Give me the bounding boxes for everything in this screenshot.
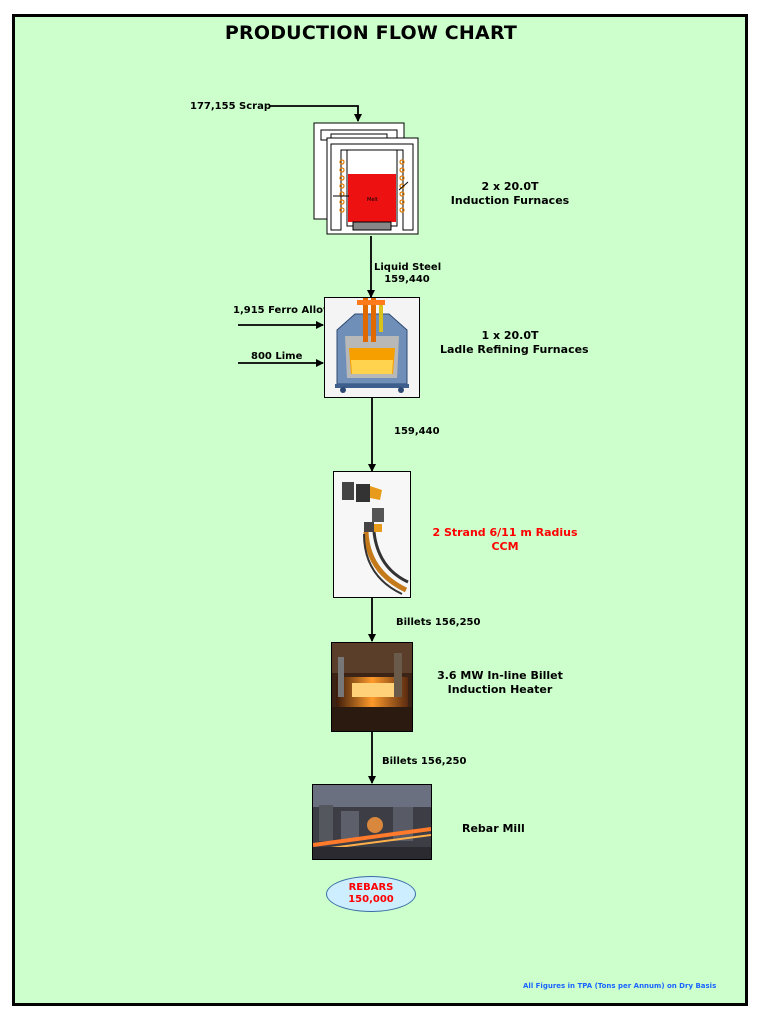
scrap-input-label: 177,155 Scrap bbox=[190, 101, 271, 112]
ladle-refining-line2: Ladle Refining Furnaces bbox=[440, 343, 589, 356]
rebar-mill-label: Rebar Mill bbox=[462, 822, 525, 835]
billet-heater-image bbox=[331, 642, 413, 732]
ladle-refining-line1: 1 x 20.0T bbox=[481, 329, 539, 342]
billets-flow-1: Billets 156,250 bbox=[396, 617, 481, 628]
ccm-line1: 2 Strand 6/11 m Radius bbox=[432, 526, 578, 539]
billet-heater-line1: 3.6 MW In-line Billet bbox=[437, 669, 563, 682]
ladle-to-ccm-value: 159,440 bbox=[394, 426, 440, 437]
billets-flow-2: Billets 156,250 bbox=[382, 756, 467, 767]
furnace-inner-label: Melt bbox=[367, 197, 378, 203]
induction-furnaces-label: 2 x 20.0T Induction Furnaces bbox=[440, 180, 580, 208]
billet-heater-line2: Induction Heater bbox=[447, 683, 553, 696]
liquid-steel-text: Liquid Steel bbox=[374, 262, 442, 273]
rebars-output-line1: REBARS bbox=[348, 882, 394, 893]
rebars-output-oval: REBARS 150,000 bbox=[326, 876, 416, 912]
liquid-steel-value: 159,440 bbox=[384, 274, 430, 285]
ccm-image bbox=[333, 471, 411, 598]
induction-furnaces-line2: Induction Furnaces bbox=[450, 194, 570, 207]
scrap-arrow bbox=[270, 105, 362, 122]
ferro-alloys-input-label: 1,915 Ferro Alloys bbox=[233, 305, 336, 316]
liquid-steel-label: Liquid Steel 159,440 bbox=[374, 262, 442, 286]
ladle-refining-image bbox=[324, 297, 420, 398]
induction-furnaces-line1: 2 x 20.0T bbox=[481, 180, 539, 193]
page-title: PRODUCTION FLOW CHART bbox=[224, 22, 518, 44]
lime-input-label: 800 Lime bbox=[251, 351, 303, 362]
ccm-line2: CCM bbox=[491, 540, 519, 553]
ccm-label: 2 Strand 6/11 m Radius CCM bbox=[430, 526, 580, 554]
ladle-refining-label: 1 x 20.0T Ladle Refining Furnaces bbox=[440, 329, 589, 357]
billet-heater-label: 3.6 MW In-line Billet Induction Heater bbox=[430, 669, 570, 697]
footnote: All Figures in TPA (Tons per Annum) on D… bbox=[523, 982, 717, 990]
induction-furnace-image bbox=[313, 122, 419, 236]
rebar-mill-image bbox=[312, 784, 432, 860]
rebars-output-line2: 150,000 bbox=[348, 894, 394, 905]
